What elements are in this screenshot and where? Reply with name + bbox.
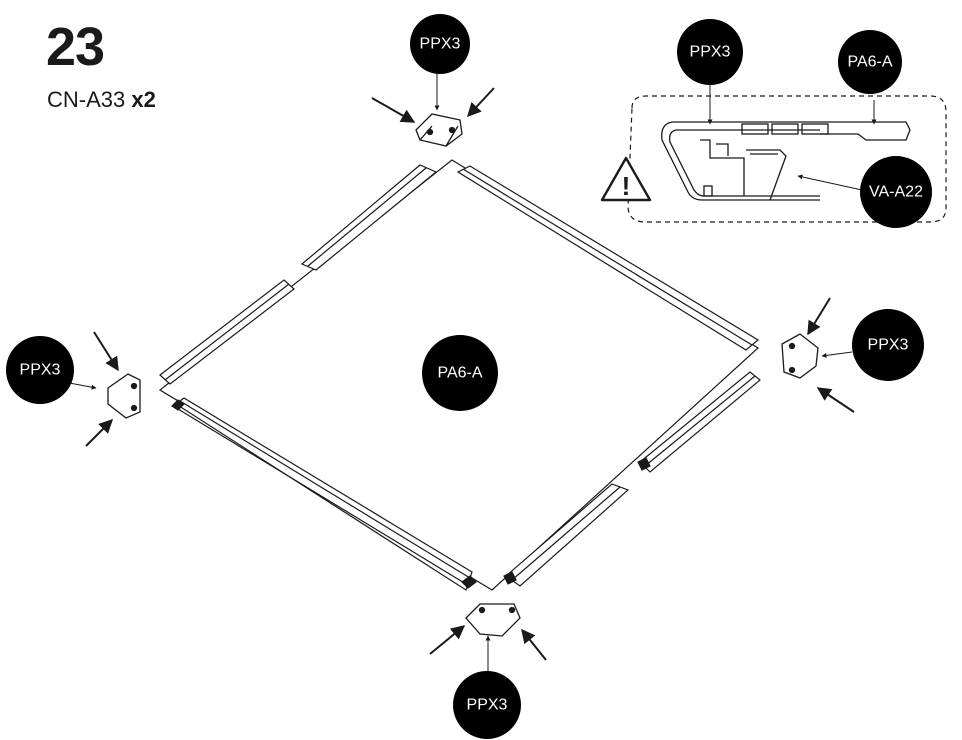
part-code: CN-A33 xyxy=(47,87,126,112)
detail-inset: ! PPX3 PA6-A VA-A22 xyxy=(600,19,947,228)
svg-text:PPX3: PPX3 xyxy=(20,362,61,379)
svg-text:!: ! xyxy=(622,171,631,201)
part-quantity: x2 xyxy=(131,87,156,112)
label-inset-ppx3: PPX3 xyxy=(677,19,743,85)
label-left-ppx3: PPX3 xyxy=(6,336,74,404)
corner-connector-top xyxy=(415,113,463,147)
profile-cross-section xyxy=(661,121,911,201)
profile-bottom-right-lower xyxy=(503,483,630,587)
profile-top-left-upper xyxy=(300,164,438,271)
warning-icon: ! xyxy=(600,156,652,202)
svg-text:VA-A22: VA-A22 xyxy=(869,184,923,201)
step-number: 23 xyxy=(46,17,105,77)
profile-bottom-left xyxy=(171,397,477,591)
profile-top-left-lower xyxy=(159,279,295,385)
svg-text:PA6-A: PA6-A xyxy=(847,54,892,71)
svg-text:PPX3: PPX3 xyxy=(690,44,731,61)
part-caption: CN-A33 x2 xyxy=(47,88,156,112)
label-inset-va-a22: VA-A22 xyxy=(860,156,932,228)
press-arrows xyxy=(85,87,855,661)
svg-text:PPX3: PPX3 xyxy=(467,697,508,714)
corner-connector-bottom xyxy=(465,603,521,637)
label-top-ppx3: PPX3 xyxy=(410,14,470,74)
label-bottom-ppx3: PPX3 xyxy=(453,671,521,739)
svg-text:PPX3: PPX3 xyxy=(420,36,461,53)
label-center-pa6a: PA6-A xyxy=(422,335,498,411)
svg-text:PA6-A: PA6-A xyxy=(437,365,482,382)
profile-top-right xyxy=(456,165,760,351)
label-right-ppx3: PPX3 xyxy=(852,309,924,381)
inset-leader-lines xyxy=(707,80,877,191)
label-inset-pa6a: PA6-A xyxy=(838,30,902,94)
corner-connector-left xyxy=(107,373,141,419)
profile-bottom-right-upper xyxy=(637,371,761,473)
corner-connector-right xyxy=(781,333,819,379)
svg-text:PPX3: PPX3 xyxy=(868,337,909,354)
